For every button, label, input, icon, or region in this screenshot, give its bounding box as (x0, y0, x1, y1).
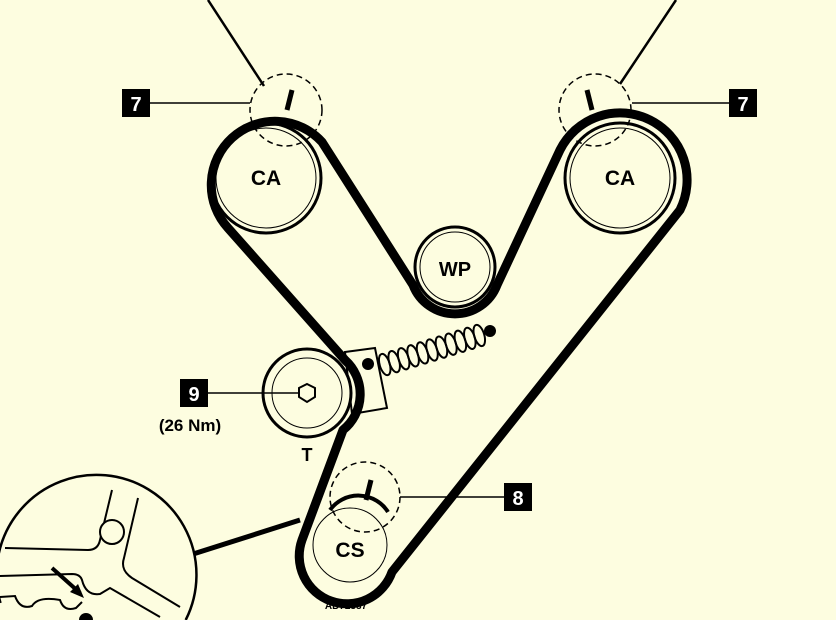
spring-anchor (484, 325, 496, 337)
callout-7-right: 7 (737, 94, 748, 116)
pointer-line-right (618, 0, 678, 85)
detail-connector (189, 517, 301, 558)
label-wp: WP (439, 259, 471, 281)
callout-box-7-left (122, 89, 150, 117)
callout-box-8 (504, 483, 532, 511)
label-t: T (302, 445, 313, 465)
label-ca-left: CA (251, 167, 281, 190)
timing-mark-right (584, 89, 595, 111)
spring-coil (472, 323, 487, 348)
timing-belt (206, 108, 692, 609)
figure-code: AD72337 (325, 601, 368, 612)
pointer-line-left (206, 0, 266, 87)
mark-highlight-right (558, 73, 632, 147)
camshaft-pulley-right (563, 121, 677, 235)
callout-7-left: 7 (130, 94, 141, 116)
callout-9: 9 (188, 384, 199, 406)
label-cs: CS (335, 539, 364, 562)
crankshaft-pulley (312, 507, 388, 583)
callout-box-9 (180, 379, 208, 407)
tensioner-bracket (343, 346, 389, 416)
crank-reference-arc (328, 493, 390, 514)
water-pump-pulley (413, 225, 497, 309)
timing-mark-left (284, 89, 295, 111)
tensioner-pulley (261, 347, 353, 439)
hex-bolt-icon (298, 382, 316, 404)
torque-label: (26 Nm) (159, 416, 221, 435)
callout-box-7-right (729, 89, 757, 117)
mark-highlight-left (249, 73, 323, 147)
tensioner-spring (377, 323, 487, 377)
label-ca-right: CA (605, 167, 635, 190)
detail-magnifier (0, 473, 198, 620)
callout-8: 8 (512, 488, 523, 510)
